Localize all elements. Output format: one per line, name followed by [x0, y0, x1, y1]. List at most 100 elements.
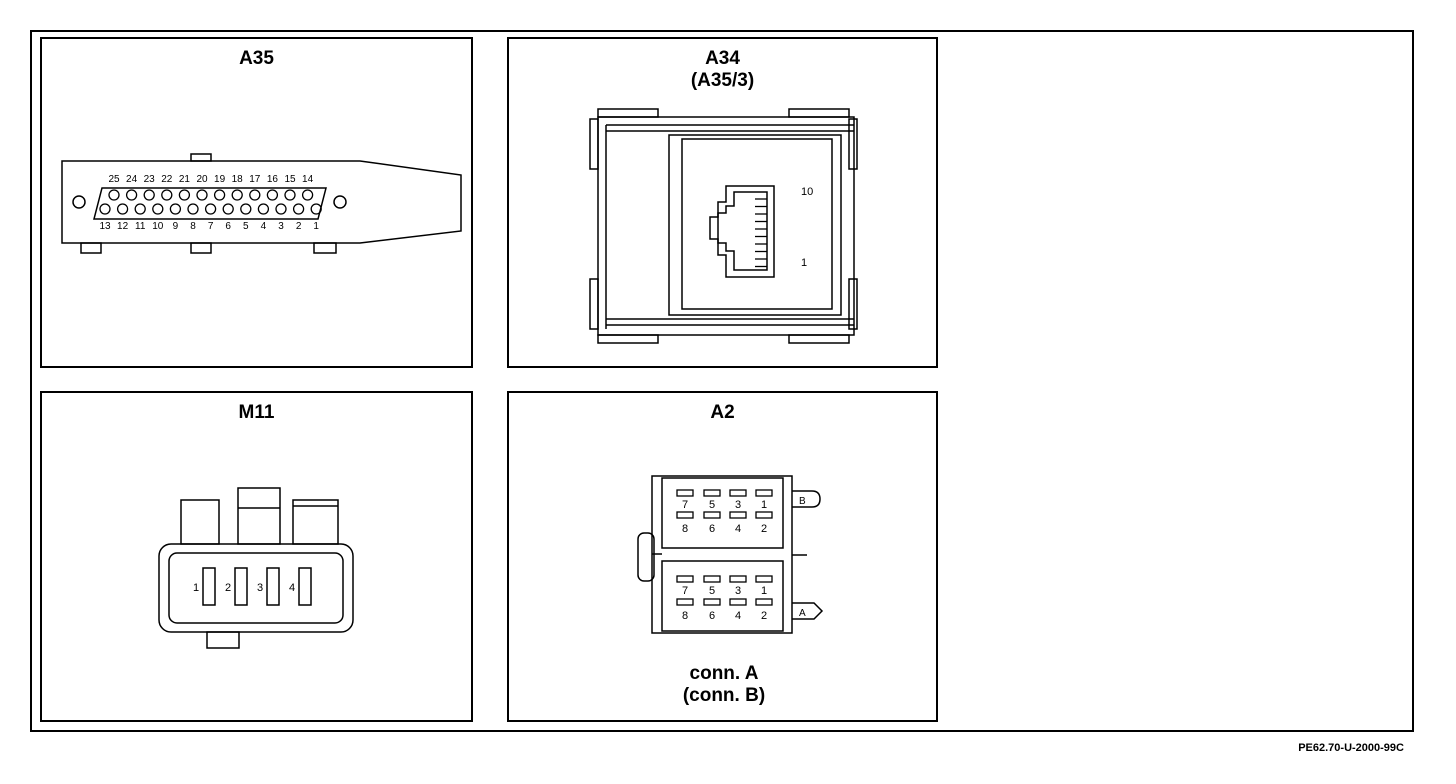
a2-contact [755, 489, 773, 497]
a35-pin-label: 12 [117, 221, 129, 232]
a35-pin-label: 5 [243, 221, 249, 232]
a35-pin [231, 189, 243, 201]
a2-contact [755, 598, 773, 606]
a2-pin-label: 4 [735, 610, 741, 622]
a35-mount-hole-right [333, 195, 347, 209]
a2-contact [729, 489, 747, 497]
a35-pin [169, 203, 182, 215]
a35-bottom-tab-right [313, 242, 337, 254]
a35-pin-label: 13 [99, 221, 111, 232]
a2-pin-label: 7 [682, 585, 688, 597]
a2-pin-label: 3 [735, 499, 741, 511]
a35-pin [196, 189, 208, 201]
a34-latch-l-top [589, 118, 599, 170]
a34-clip-tl [597, 108, 659, 118]
a2-contact [703, 575, 721, 583]
a2-pin-label: 1 [761, 585, 767, 597]
panel-a34-title: A34 [705, 48, 740, 69]
a35-pin-label: 9 [173, 221, 179, 232]
a35-pin [143, 189, 155, 201]
a2-tab-upper [792, 490, 821, 508]
a2-pin-label: 7 [682, 499, 688, 511]
a2-side-latch [637, 532, 655, 582]
a34-latch-r-bottom [848, 278, 858, 330]
a2-contact [676, 489, 694, 497]
a2-tab-upper-label: B [799, 496, 806, 507]
a2-pin-label: 2 [761, 523, 767, 535]
a35-pin [257, 203, 270, 215]
m11-pin [266, 567, 280, 606]
a35-mount-hole-left [72, 195, 86, 209]
a34-clip-tr [788, 108, 850, 118]
a2-contact [755, 511, 773, 519]
a2-contact [676, 598, 694, 606]
diagram-frame [30, 30, 1414, 732]
a35-pin [108, 189, 120, 201]
a2-pin-label: 3 [735, 585, 741, 597]
a2-pin-label: 8 [682, 523, 688, 535]
a35-pin-label: 7 [208, 221, 214, 232]
a2-contact [729, 598, 747, 606]
a35-pin-label: 10 [152, 221, 164, 232]
panel-a2-title: A2 [710, 402, 735, 423]
a35-pin [125, 189, 138, 201]
a2-pin-label: 6 [709, 610, 715, 622]
a34-latch-l-bottom [589, 278, 599, 330]
a2-contact [676, 511, 694, 519]
a34-pin-10-label: 10 [801, 186, 813, 198]
a2-pin-label: 5 [709, 585, 715, 597]
a35-pin [249, 189, 261, 201]
a35-pin [187, 203, 199, 215]
a35-pin-label: 22 [161, 174, 173, 185]
a34-inner-frame-2 [681, 138, 833, 310]
m11-pin-label: 3 [257, 582, 263, 594]
a2-contact [703, 489, 721, 497]
m11-pin [298, 567, 312, 606]
a35-pin [213, 189, 226, 201]
a2-contact [729, 575, 747, 583]
a35-pin [152, 203, 164, 215]
a2-tab-lower-label: A [799, 608, 806, 619]
a2-caption-line2: (conn. B) [683, 685, 765, 706]
a35-pin [266, 189, 279, 201]
a35-pin-label: 8 [190, 221, 196, 232]
m11-pin [202, 567, 216, 606]
a35-pin [178, 189, 191, 201]
a35-pin-label: 20 [196, 174, 208, 185]
m11-top-block-left [180, 499, 220, 545]
a2-contact [729, 511, 747, 519]
a35-pin-label: 19 [214, 174, 226, 185]
a35-top-tab [190, 153, 212, 162]
a2-pin-label: 5 [709, 499, 715, 511]
a34-clip-bl [597, 334, 659, 344]
a35-pin-label: 23 [144, 174, 156, 185]
a2-housing [651, 475, 793, 634]
m11-pin-label: 4 [289, 582, 295, 594]
a2-contact [703, 598, 721, 606]
a35-pin-label: 1 [313, 221, 319, 232]
a35-pin [134, 203, 146, 215]
a35-pin [301, 189, 314, 201]
m11-pin [234, 567, 248, 606]
a35-pin [240, 203, 252, 215]
panel-a34: A34 (A35/3) 10 [507, 37, 938, 368]
a35-pin-label: 18 [232, 174, 244, 185]
a34-latch-r-top [848, 118, 858, 170]
document-code: PE62.70-U-2000-99C [1298, 742, 1404, 754]
panel-m11-title: M11 [238, 402, 275, 423]
a35-pin-label: 24 [126, 174, 138, 185]
a35-pin [116, 203, 129, 215]
a35-pin [310, 203, 322, 215]
a35-pin-label: 25 [108, 174, 120, 185]
m11-bottom-tab [206, 631, 240, 649]
connector-a34-drawing: 10 1 [589, 108, 858, 344]
a2-contact [755, 575, 773, 583]
a2-contact [703, 511, 721, 519]
a35-bottom-tab-center [190, 242, 212, 254]
a34-pin-1-label: 1 [801, 257, 807, 269]
